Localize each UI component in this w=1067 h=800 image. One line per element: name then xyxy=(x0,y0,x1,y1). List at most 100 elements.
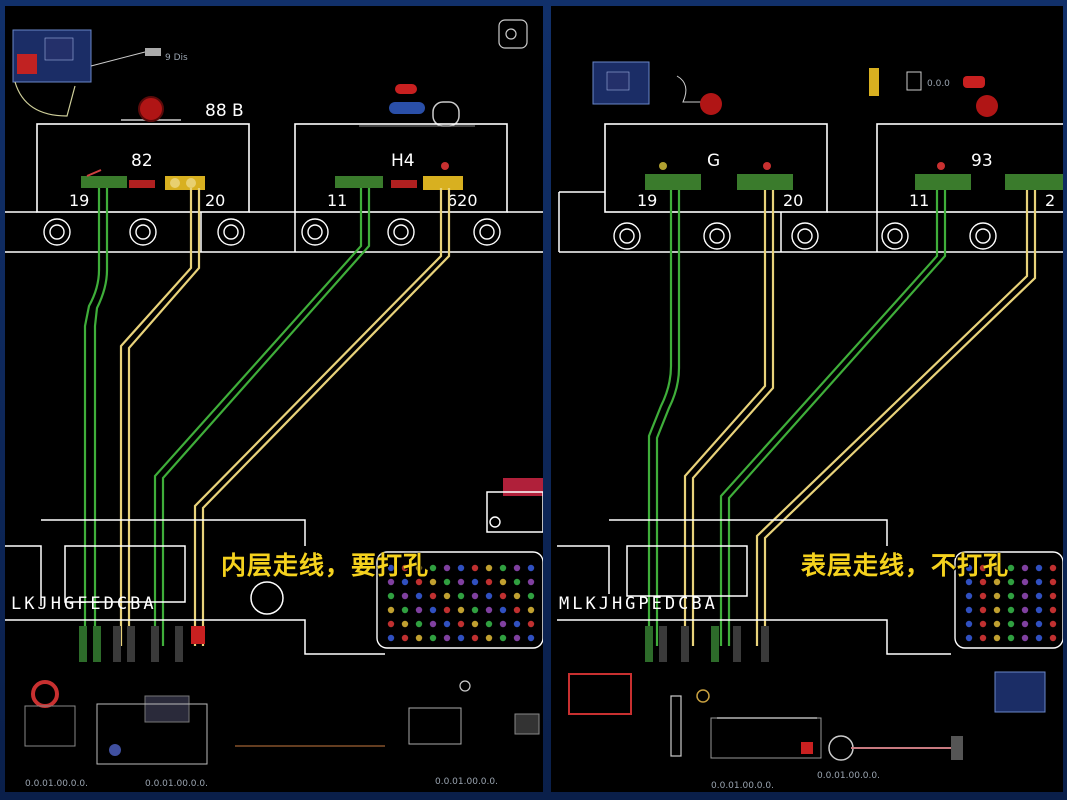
via-dot xyxy=(993,606,1001,614)
module-right-label: 93 xyxy=(971,151,993,171)
via-dot xyxy=(1021,634,1029,642)
mount-holes-row xyxy=(613,222,997,250)
component-strip-right xyxy=(915,162,1063,190)
via-dot xyxy=(979,578,987,586)
via-dot xyxy=(1007,620,1015,628)
board-icon-right xyxy=(592,61,722,115)
via-dot xyxy=(499,578,507,586)
via-dot xyxy=(993,578,1001,586)
via-dot xyxy=(1049,578,1057,586)
via-dot xyxy=(485,564,493,572)
via-dot xyxy=(471,592,479,600)
via-dot xyxy=(979,620,987,628)
via-dot xyxy=(527,606,535,614)
via-dot xyxy=(979,634,987,642)
bottom-components-left xyxy=(24,680,540,765)
via-dot xyxy=(401,606,409,614)
via-dot xyxy=(457,606,465,614)
connector-pins xyxy=(79,626,205,662)
yellow-component xyxy=(869,68,998,117)
via-dot xyxy=(1007,578,1015,586)
module-right-label: H4 xyxy=(391,151,415,171)
via-dot xyxy=(1035,620,1043,628)
via-dot xyxy=(1021,564,1029,572)
module-box-left xyxy=(36,123,250,213)
right-schematic: 0.0.0 G 93 19 20 11 2 xyxy=(557,61,1063,791)
via-dot xyxy=(415,578,423,586)
bottom-label-5: 0.0.01.00.0.0. xyxy=(817,771,880,781)
via-dot xyxy=(513,592,521,600)
via-dot xyxy=(1035,578,1043,586)
via-dot xyxy=(387,634,395,642)
via-dot xyxy=(1007,634,1015,642)
via-dot xyxy=(387,606,395,614)
via-dot xyxy=(993,592,1001,600)
via-dot xyxy=(485,578,493,586)
module-left-pin-end: 20 xyxy=(783,191,803,210)
via-dot xyxy=(979,606,987,614)
via-dot xyxy=(443,634,451,642)
via-dot xyxy=(1021,592,1029,600)
via-dots xyxy=(387,564,535,642)
via-dot xyxy=(965,606,973,614)
right-diagram-panel: 0.0.0 G 93 19 20 11 2 xyxy=(551,6,1063,792)
module-box-left xyxy=(604,123,828,213)
via-dot xyxy=(401,592,409,600)
led-indicator-left xyxy=(121,96,181,122)
pill-components xyxy=(359,84,475,127)
bottom-label-1: 0.0.01.00.0.0. xyxy=(25,779,88,789)
via-dot xyxy=(443,592,451,600)
via-dot xyxy=(513,634,521,642)
via-dot xyxy=(965,592,973,600)
via-dot xyxy=(1049,564,1057,572)
left-schematic: 9 Dis 88 B 82 H4 xyxy=(5,19,543,789)
via-dot xyxy=(457,564,465,572)
via-dot xyxy=(387,564,395,572)
via-dot xyxy=(457,634,465,642)
via-dot xyxy=(1021,606,1029,614)
via-dot xyxy=(965,634,973,642)
via-dot xyxy=(1021,578,1029,586)
bottom-label-2: 0.0.01.00.0.0. xyxy=(145,779,208,789)
right-pin-labels: MLKJHGPEDCBA xyxy=(559,594,718,614)
board-outline-upper xyxy=(558,191,1063,253)
board-outline-upper xyxy=(5,211,543,253)
via-dot xyxy=(429,592,437,600)
via-dot xyxy=(457,620,465,628)
module-left-label: 82 xyxy=(131,151,153,171)
module-right-pin-end: 2 xyxy=(1045,191,1055,210)
via-dot xyxy=(429,634,437,642)
via-dot xyxy=(429,620,437,628)
via-dot xyxy=(485,620,493,628)
via-dot xyxy=(527,564,535,572)
via-dot xyxy=(499,564,507,572)
connector-outline xyxy=(5,519,385,655)
via-dot xyxy=(965,578,973,586)
via-dot xyxy=(965,620,973,628)
component-strip-left xyxy=(81,169,205,190)
red-chip xyxy=(486,478,543,533)
via-dot xyxy=(1049,606,1057,614)
bottom-components-right xyxy=(568,671,1046,761)
via-dot xyxy=(471,634,479,642)
board-label: 9 Dis xyxy=(165,53,188,63)
via-dot xyxy=(443,606,451,614)
green-traces xyxy=(83,188,371,646)
via-dot xyxy=(965,564,973,572)
via-dot xyxy=(1007,606,1015,614)
left-diagram-panel: 9 Dis 88 B 82 H4 xyxy=(5,6,543,792)
connector-pins xyxy=(645,626,769,662)
connector-outline xyxy=(557,519,951,655)
via-dot xyxy=(527,620,535,628)
left-caption: 内层走线，要打孔 xyxy=(221,551,430,580)
via-dot xyxy=(401,578,409,586)
yellow-traces xyxy=(119,188,451,646)
reel-icon-top-right xyxy=(498,19,528,49)
via-dot xyxy=(471,606,479,614)
board-icon-top-left xyxy=(12,29,161,117)
via-dot xyxy=(499,592,507,600)
via-dot xyxy=(387,578,395,586)
via-dot xyxy=(485,606,493,614)
via-dot xyxy=(415,606,423,614)
via-dot xyxy=(993,564,1001,572)
